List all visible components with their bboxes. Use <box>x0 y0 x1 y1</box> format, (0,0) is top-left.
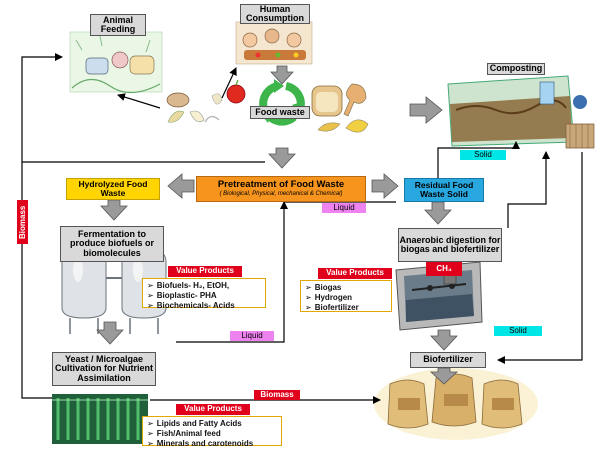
biomass-bottom-text: Biomass <box>260 389 294 399</box>
liquid-mid-text: Liquid <box>333 202 355 212</box>
to-residual-arrow <box>371 173 399 199</box>
solid-top-text: Solid <box>474 149 492 159</box>
animal-feeding-illustration <box>69 31 163 94</box>
solid-label-right: Solid <box>494 326 542 336</box>
pretreatment-subtitle: ( Biological, Physical, mechanical & Che… <box>219 191 343 198</box>
biofertilizer-label: Biofertilizer <box>423 354 473 365</box>
value-products-tag-anaerobic: Value Products <box>318 268 392 279</box>
liquid-low-text: Liquid <box>241 330 263 340</box>
yeast-products-list: ➢Lipids and Fatty Acids ➢Fish/Animal fee… <box>142 416 282 448</box>
list-item: ➢Biochemicals- Acids <box>147 301 235 310</box>
connector-lines <box>21 53 583 404</box>
human-consumption-label: Human Consumption <box>246 3 304 23</box>
fermentation-label: Fermentation to produce biofuels or biom… <box>69 228 154 258</box>
ferment-down-arrow <box>96 321 124 345</box>
composting-bin-illustration <box>447 75 595 149</box>
value-products-heading: Value Products <box>326 268 384 278</box>
to-human-arrow <box>221 67 237 99</box>
solid-right-text: Solid <box>509 325 527 335</box>
list-item: ➢Lipids and Fatty Acids <box>147 419 242 428</box>
anaerobic-box: Anaerobic digestion for biogas and biofe… <box>398 228 502 262</box>
human-down-arrow <box>270 65 294 85</box>
waste-down-arrow <box>268 147 296 169</box>
hydrolyzed-label: Hydrolyzed Food Waste <box>78 179 148 198</box>
list-item: ➢Minerals and carotenoids <box>147 439 254 448</box>
biomass-left-text: Biomass <box>18 205 27 239</box>
residual-to-compost-line <box>437 141 520 186</box>
pretreatment-title: Pretreatment of Food Waste <box>217 179 345 191</box>
human-consumption-illustration <box>235 21 313 65</box>
anaerobic-label: Anaerobic digestion for biogas and biofe… <box>399 234 501 254</box>
liquid-label-low: Liquid <box>230 331 274 341</box>
anaerobic-products-list: ➢Biogas ➢Hydrogen ➢Biofertilizer <box>300 280 392 312</box>
liquid-label-mid: Liquid <box>322 203 366 213</box>
list-item: ➢Bioplastic- PHA <box>147 291 217 300</box>
biomass-label-left: Biomass <box>17 200 28 244</box>
value-products-heading: Value Products <box>176 266 234 276</box>
ch4-label: CH₄ <box>436 263 452 273</box>
food-waste-box: Food waste <box>250 106 310 119</box>
to-compost-arrow <box>409 96 443 124</box>
residual-box: Residual Food Waste Solid <box>404 178 484 202</box>
human-consumption-box: Human Consumption <box>240 4 310 24</box>
biomass-loop-line <box>21 53 63 399</box>
pretreatment-box: Pretreatment of Food Waste ( Biological,… <box>196 176 366 202</box>
list-item: ➢Biofertilizer <box>305 303 359 312</box>
value-products-tag-yeast: Value Products <box>176 404 250 415</box>
yeast-label: Yeast / Microalgae Cultivation for Nutri… <box>55 353 153 383</box>
biofertilizer-box: Biofertilizer <box>410 352 486 368</box>
composting-label: Composting <box>489 63 543 74</box>
digester-icon <box>395 261 483 331</box>
residual-down-arrow <box>424 201 452 225</box>
list-item: ➢Biofuels- H₂, EtOH, <box>147 281 230 290</box>
yeast-box: Yeast / Microalgae Cultivation for Nutri… <box>52 352 156 386</box>
biomass-label-bottom: Biomass <box>254 390 300 400</box>
food-waste-illustration <box>166 79 369 133</box>
list-item: ➢Biogas <box>305 283 342 292</box>
animal-feeding-box: Animal Feeding <box>90 14 146 36</box>
to-animal-arrow <box>117 93 161 109</box>
liquid-return-line <box>176 201 288 343</box>
block-arrows <box>96 65 459 385</box>
composting-box: Composting <box>487 63 545 75</box>
residual-label: Residual Food Waste Solid <box>414 180 474 199</box>
ch4-box: CH₄ <box>426 262 462 276</box>
value-products-tag-fermentation: Value Products <box>168 266 242 277</box>
food-waste-label: Food waste <box>255 106 305 117</box>
fermentation-box: Fermentation to produce biofuels or biom… <box>60 226 164 262</box>
hydro-down-arrow <box>100 199 128 221</box>
list-item: ➢Fish/Animal feed <box>147 429 221 438</box>
animal-feeding-label: Animal Feeding <box>100 14 136 34</box>
solid-label-top: Solid <box>460 150 506 160</box>
value-products-heading: Value Products <box>184 404 242 414</box>
compost-to-biofertilizer-line <box>497 152 583 364</box>
digest-down-arrow <box>430 329 458 351</box>
fermentation-products-list: ➢Biofuels- H₂, EtOH, ➢Bioplastic- PHA ➢B… <box>142 278 266 310</box>
to-hydrolyzed-arrow <box>167 173 195 199</box>
biofert-down-arrow <box>429 367 459 385</box>
biofertilizer-bags-icon <box>374 368 538 440</box>
hydrolyzed-box: Hydrolyzed Food Waste <box>66 178 160 200</box>
digestion-to-compost-line <box>507 151 550 228</box>
list-item: ➢Hydrogen <box>305 293 353 302</box>
microalgae-culture-icon <box>52 394 148 444</box>
